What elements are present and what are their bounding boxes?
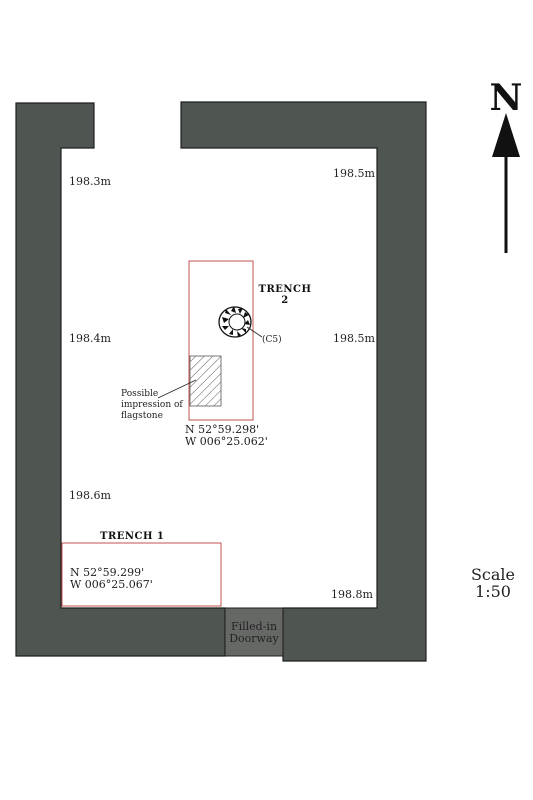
trench-2-title-line1: TRENCH xyxy=(259,284,312,295)
trench-1-outline xyxy=(61,542,222,607)
flagstone-note-line2: impression of xyxy=(121,400,183,410)
doorway-label-line1: Filled-in xyxy=(231,620,277,633)
trench-1-title: TRENCH 1 xyxy=(100,531,164,542)
flagstone-leader xyxy=(157,379,197,399)
elevation-top-left: 198.3m xyxy=(69,175,111,188)
feature-c5-leader xyxy=(246,326,263,338)
filled-in-doorway xyxy=(224,607,284,657)
trench-1-coord-n: N 52°59.299' xyxy=(70,566,144,579)
north-letter: N xyxy=(490,77,523,119)
north-arrow-icon xyxy=(492,113,520,253)
feature-c5-label: (C5) xyxy=(262,334,282,345)
scale-label: Scale xyxy=(471,565,515,584)
elevation-top-right: 198.5m xyxy=(333,167,375,180)
doorway-label-line2: Doorway xyxy=(229,632,279,645)
trench-2-outline xyxy=(188,260,254,421)
scale-value: 1:50 xyxy=(475,582,511,601)
trench-1-coord-w: W 006°25.067' xyxy=(70,578,153,591)
wall-west-north-segment xyxy=(15,102,226,657)
trench-2-coord-n: N 52°59.298' xyxy=(185,423,259,436)
flagstone-impression xyxy=(189,355,222,407)
elevation-mid-right: 198.5m xyxy=(333,332,375,345)
flagstone-note-line3: flagstone xyxy=(121,411,163,421)
elevation-low-left: 198.6m xyxy=(69,489,111,502)
elevation-bottom-right: 198.8m xyxy=(331,588,373,601)
feature-c5-pit xyxy=(218,306,252,338)
flagstone-note-line1: Possible xyxy=(121,389,158,399)
elevation-mid-left: 198.4m xyxy=(69,332,111,345)
trench-2-coord-w: W 006°25.062' xyxy=(185,435,268,448)
trench-2-title-line2: 2 xyxy=(281,295,288,306)
